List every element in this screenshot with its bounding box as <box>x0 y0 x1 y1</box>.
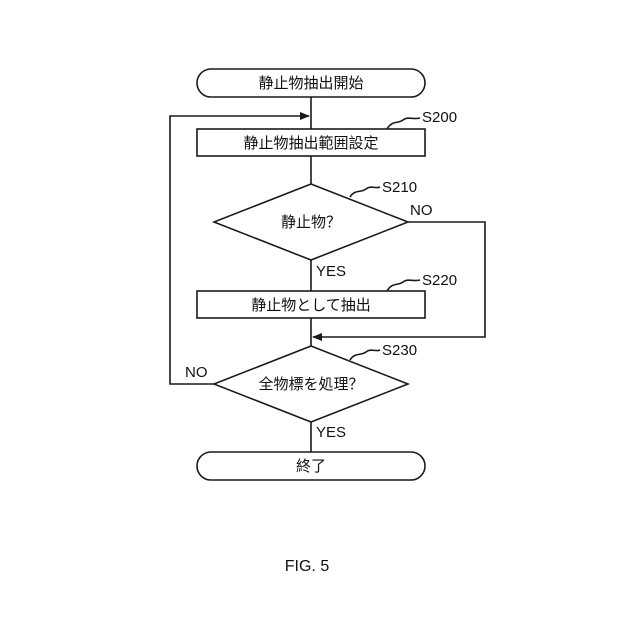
static-object-question: 静止物？ <box>281 213 341 231</box>
s220-leader-line <box>387 280 420 291</box>
all-targets-question: 全物標を処理？ <box>258 375 363 393</box>
s230-yes-label: YES <box>316 424 346 441</box>
s210-yes-label: YES <box>316 263 346 280</box>
extract-label: 静止物として抽出 <box>251 296 371 314</box>
start-label: 静止物抽出開始 <box>258 74 363 92</box>
s200-leader-line <box>387 118 420 129</box>
s230-no-label: NO <box>185 364 208 381</box>
s220-step-label: S220 <box>422 272 457 289</box>
s210-no-label: NO <box>410 202 433 219</box>
s210-step-label: S210 <box>382 179 417 196</box>
s230-step-label: S230 <box>382 342 417 359</box>
set-range-label: 静止物抽出範囲設定 <box>243 134 378 152</box>
s210-leader-line <box>350 187 380 197</box>
s230-leader-line <box>350 350 380 360</box>
s200-step-label: S200 <box>422 109 457 126</box>
figure-caption: FIG. 5 <box>285 558 330 575</box>
end-label: 終了 <box>296 457 326 475</box>
